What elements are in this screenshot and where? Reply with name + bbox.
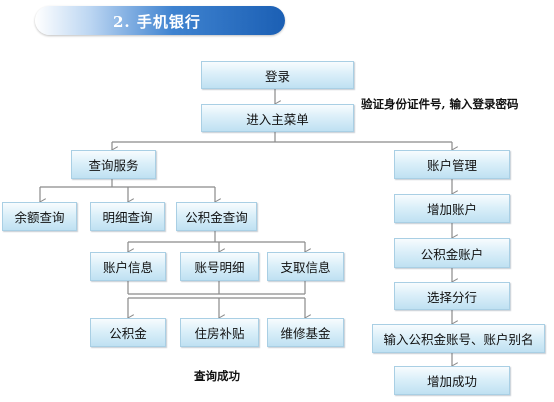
node-withdraw-info: 支取信息 [267,252,344,281]
node-balance-query: 余额查询 [2,202,77,231]
node-fund: 公积金 [90,318,166,347]
node-query-service: 查询服务 [71,150,156,179]
node-detail-query: 明细查询 [90,202,165,231]
node-select-branch: 选择分行 [394,282,510,310]
node-account-detail: 账号明细 [180,252,259,281]
node-add-success: 增加成功 [394,366,510,395]
note-verify: 验证身份证件号, 输入登录密码 [361,97,519,111]
node-fund-query: 公积金查询 [176,202,257,231]
section-banner: 2. 手机银行 [35,6,285,35]
node-maintenance-fund: 维修基金 [267,318,344,347]
node-input-account: 输入公积金账号、账户别名 [372,324,545,353]
section-title: 2. 手机银行 [113,13,201,31]
note-query-success: 查询成功 [194,369,240,383]
node-add-account: 增加账户 [394,194,510,223]
node-login: 登录 [201,61,354,89]
node-main-menu: 进入主菜单 [201,104,354,132]
node-account-mgmt: 账户管理 [394,150,510,179]
node-housing-subsidy: 住房补贴 [180,318,259,347]
node-fund-account: 公积金账户 [394,238,510,268]
node-account-info: 账户信息 [90,252,166,281]
